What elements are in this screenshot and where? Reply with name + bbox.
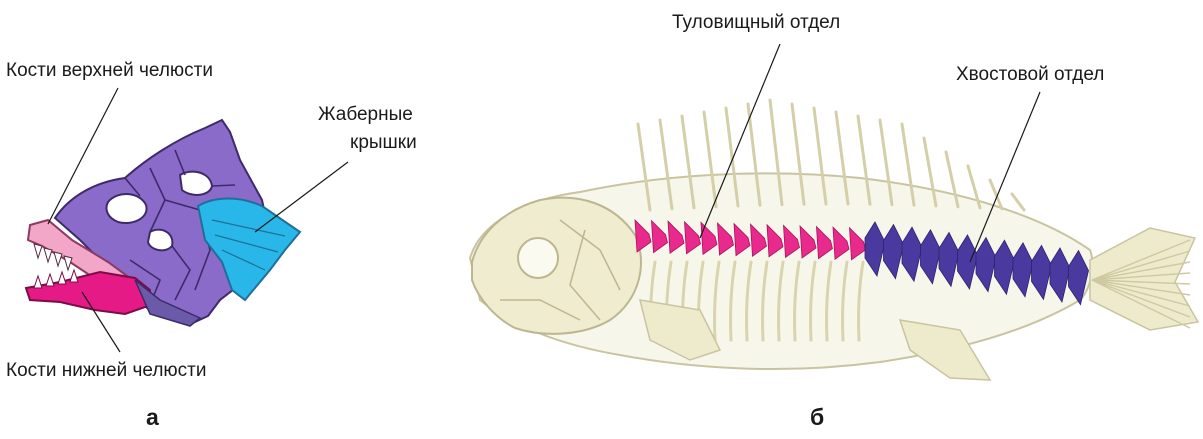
dorsal-spine [1012, 194, 1024, 210]
panel-a-letter: а [146, 404, 159, 431]
lower-jaw-bone [26, 272, 150, 314]
label-tail-section: Хвостовой отдел [956, 64, 1104, 86]
label-gill-covers-line1: Жаберные [318, 104, 413, 126]
label-trunk-section: Туловищный отдел [672, 12, 840, 34]
skeleton-eye-socket [518, 238, 558, 278]
label-lower-jaw: Кости нижней челюсти [6, 360, 206, 382]
label-gill-covers-line2: крышки [350, 132, 417, 154]
skull-eye-socket [106, 194, 146, 223]
skull-opening-2 [148, 230, 172, 251]
label-upper-jaw: Кости верхней челюсти [6, 60, 213, 82]
panel-b-letter: б [810, 404, 824, 431]
panel-a-skull [26, 88, 348, 352]
panel-b-skeleton [470, 44, 1198, 380]
